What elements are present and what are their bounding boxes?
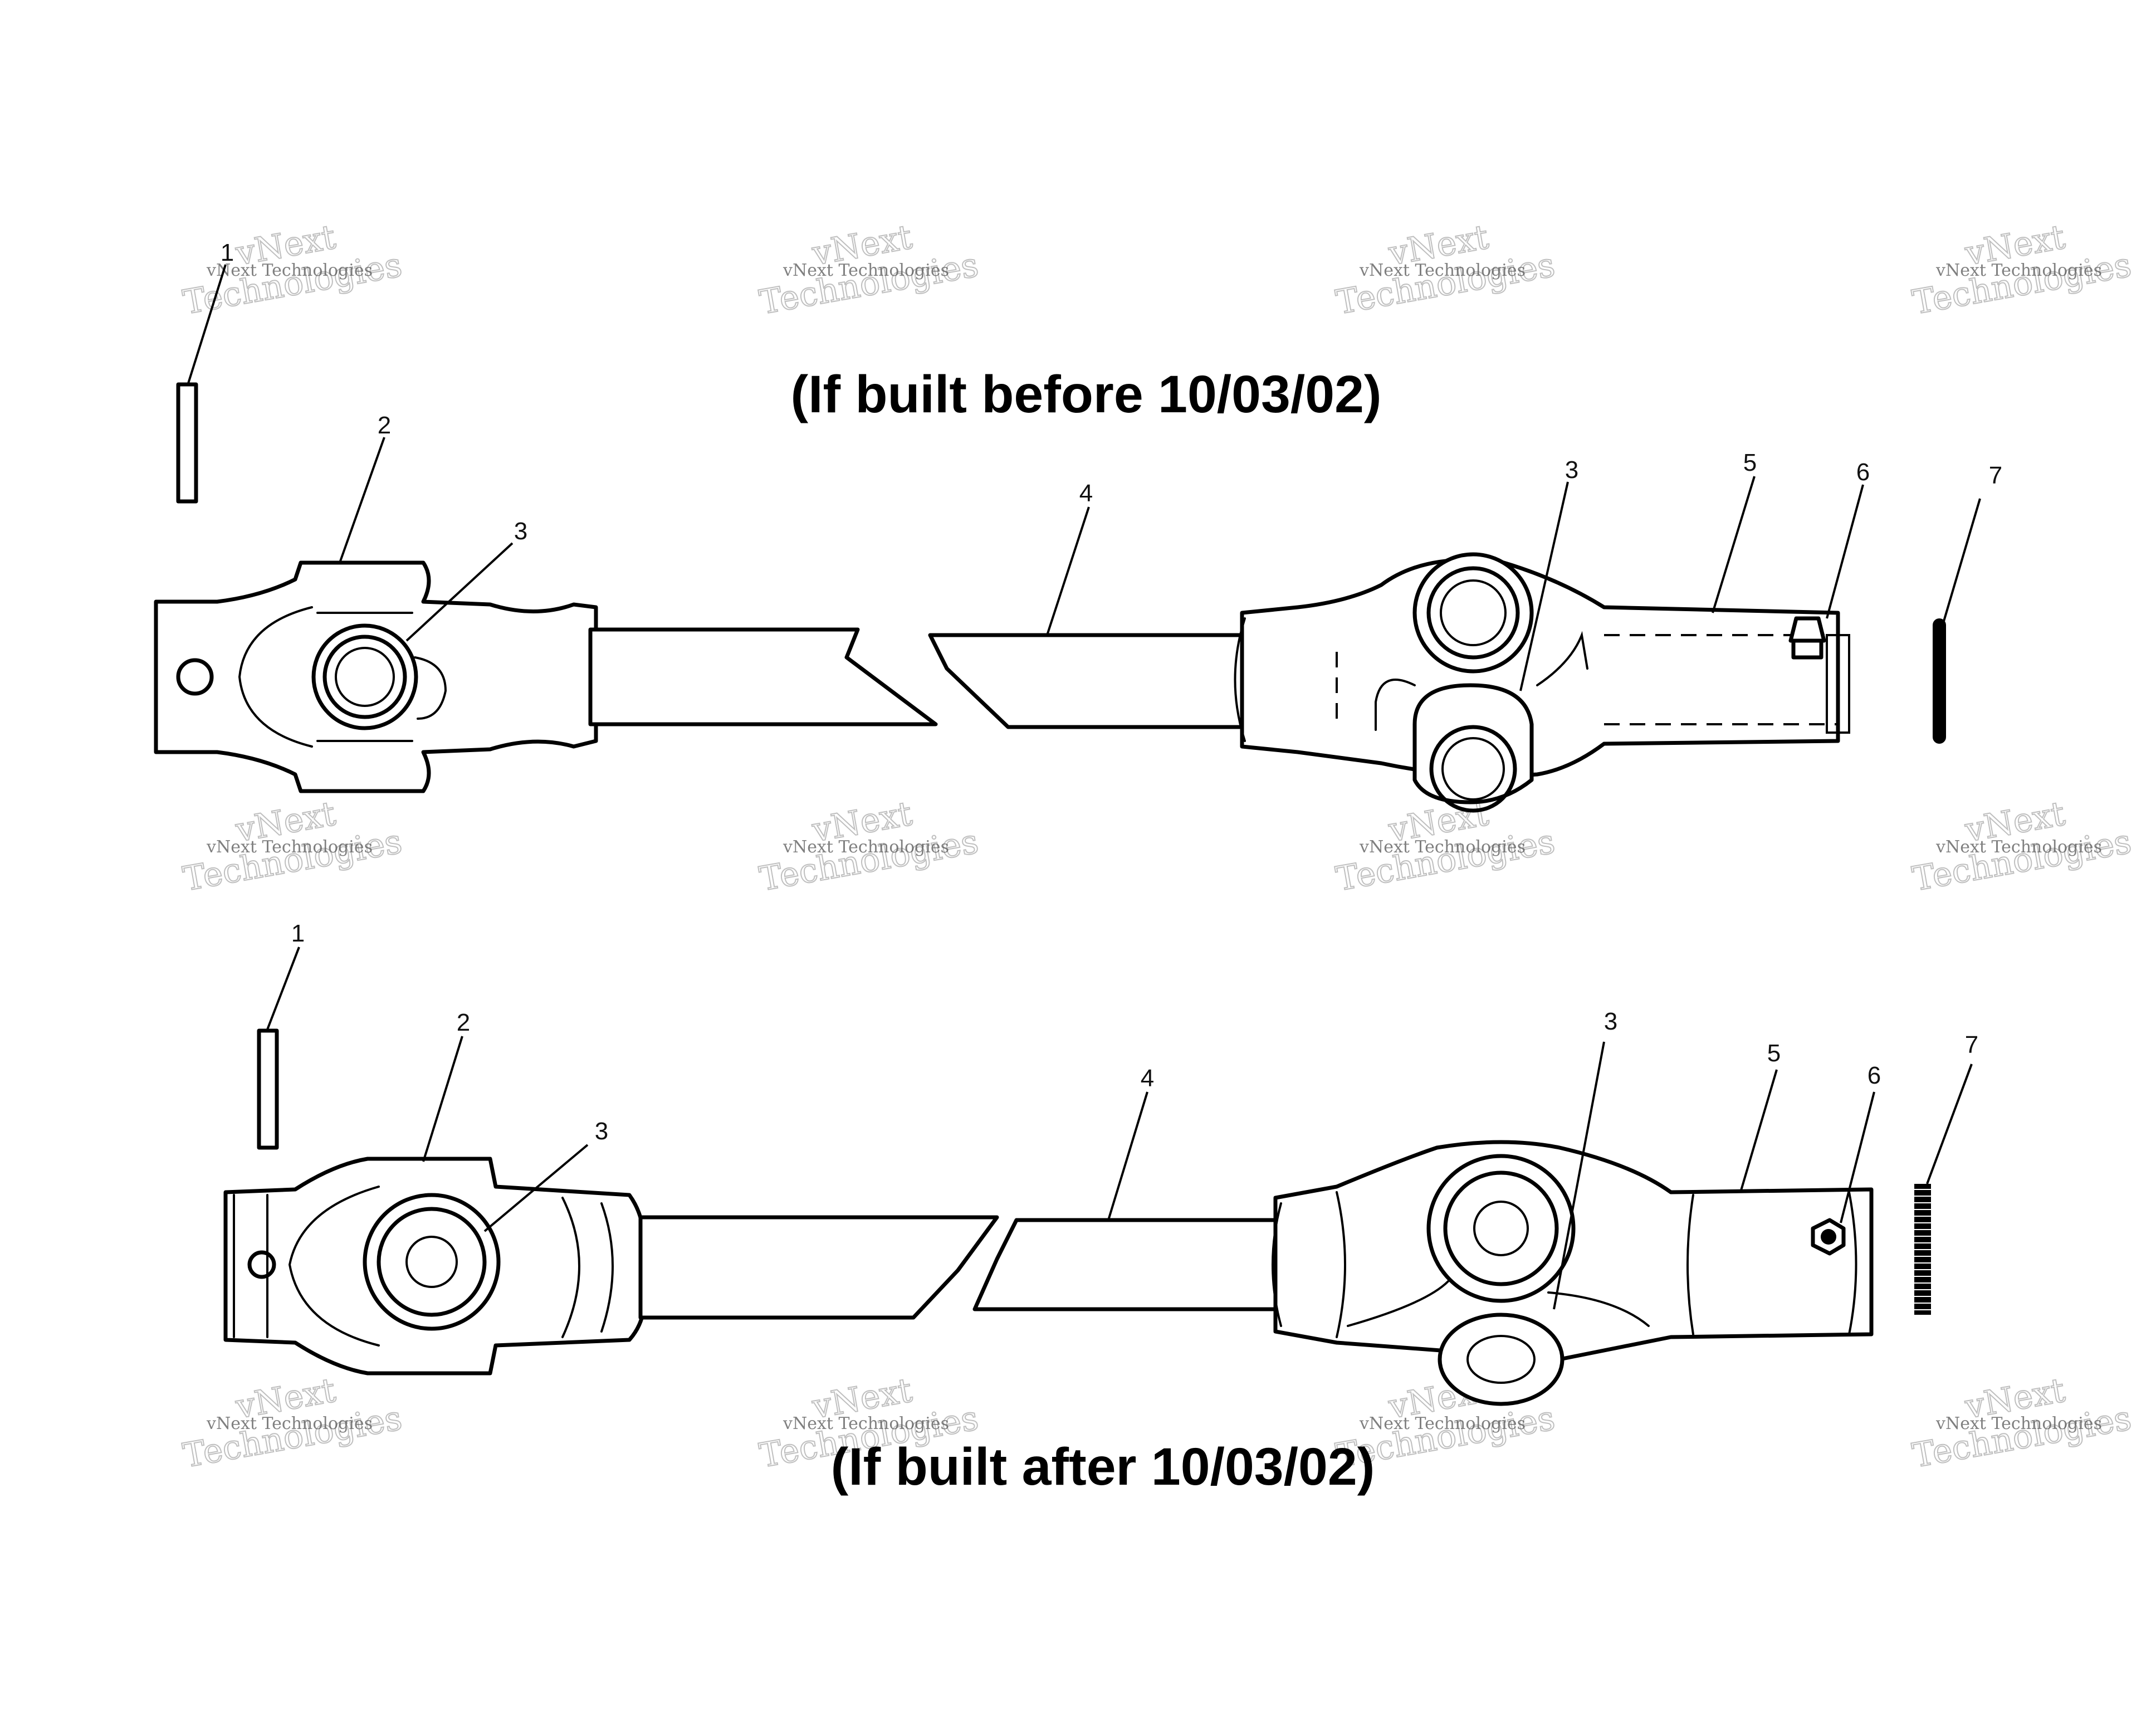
callout-2: 2 — [457, 1009, 470, 1036]
watermark-line1: vNext Technologies — [1359, 261, 1526, 280]
slip-yoke-edge — [1272, 1191, 1346, 1338]
watermark-line1: vNext Technologies — [783, 1414, 949, 1433]
callout-3: 3 — [514, 518, 527, 545]
watermark-line1: vNext Technologies — [1935, 261, 2102, 280]
callout-6: 6 — [1867, 1062, 1881, 1089]
callout-3b: 3 — [1565, 456, 1578, 484]
part-6-grease-fitting — [1788, 616, 1826, 660]
part-4-shaft-left — [588, 627, 938, 726]
watermark-line1: vNext Technologies — [206, 261, 373, 280]
part-2-yoke — [154, 560, 598, 793]
callout-labels-before: 1 2 3 4 3 5 6 7 — [221, 239, 2002, 545]
part-3-cross-bearing-right — [1347, 1154, 1650, 1406]
callout-3b: 3 — [1604, 1008, 1617, 1035]
assembly-after — [223, 1028, 1931, 1406]
callout-7: 7 — [1965, 1031, 1978, 1059]
watermark-line1: vNext Technologies — [1935, 837, 2102, 857]
callout-3: 3 — [595, 1118, 608, 1145]
yoke-arm-outline — [238, 606, 313, 748]
part-5-slip-yoke — [1240, 558, 1840, 778]
part-1-pin — [176, 382, 198, 504]
part-4-shaft-right — [972, 1218, 1283, 1311]
part-4-shaft-right — [928, 633, 1250, 729]
yoke-neck-detail — [561, 1197, 614, 1338]
slip-yoke-edge — [1234, 617, 1246, 742]
yoke-collar — [233, 1194, 268, 1338]
slip-yoke-end-detail — [1826, 634, 1850, 734]
callout-1: 1 — [291, 920, 305, 947]
yoke-hole — [247, 1250, 276, 1279]
watermark-line1: vNext Technologies — [783, 261, 949, 280]
watermark-line1: vNext Technologies — [206, 1414, 373, 1433]
watermark-line1: vNext Technologies — [1935, 1414, 2102, 1433]
callout-1: 1 — [221, 239, 234, 266]
part-3-cross-bearing-left — [363, 1193, 501, 1331]
callout-2: 2 — [378, 412, 391, 439]
part-3-cross-bearing-right — [1375, 552, 1588, 813]
callout-7: 7 — [1989, 462, 2002, 489]
part-7-snap-ring — [1933, 618, 1946, 744]
part-5-slip-yoke — [1273, 1140, 1874, 1362]
yoke-ears — [316, 612, 413, 742]
watermark-line1: vNext Technologies — [206, 837, 373, 857]
part-3-cross-bearing-left — [311, 623, 447, 730]
callout-labels-after: 1 2 3 4 3 5 6 7 — [291, 920, 1978, 1145]
slip-yoke-tube-detail — [1686, 1191, 1857, 1335]
watermark-line1: vNext Technologies — [1359, 1414, 1526, 1433]
callout-5: 5 — [1743, 449, 1757, 476]
callout-6: 6 — [1856, 459, 1870, 486]
yoke-hole — [176, 658, 214, 696]
yoke-arm-outline — [288, 1186, 380, 1347]
watermark-line1: vNext Technologies — [1359, 837, 1526, 857]
watermark-line1: vNext Technologies — [783, 837, 949, 857]
assembly-before — [154, 382, 1946, 813]
title-after: (If built after 10/03/02) — [831, 1437, 1375, 1496]
title-before: (If built before 10/03/02) — [790, 365, 1381, 424]
part-1-pin — [257, 1028, 279, 1150]
leader-lines — [187, 264, 1981, 1310]
callout-4: 4 — [1141, 1065, 1154, 1092]
part-4-shaft-left — [638, 1215, 999, 1320]
part-6-grease-fitting — [1811, 1218, 1846, 1256]
callout-5: 5 — [1767, 1040, 1781, 1067]
part-7-snap-ring — [1914, 1184, 1931, 1315]
callout-4: 4 — [1079, 480, 1093, 507]
